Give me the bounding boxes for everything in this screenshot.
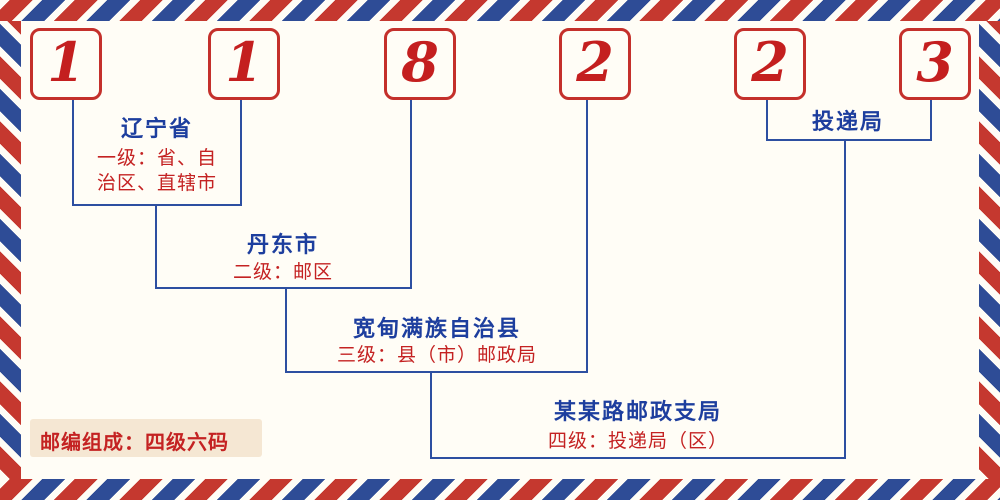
- level4-name: 某某路邮政支局: [553, 400, 723, 425]
- connector-line-delivery-left: [766, 100, 768, 141]
- footer-band: [30, 419, 262, 457]
- digit-box-1: 1: [30, 28, 102, 100]
- connector-line-l1-left: [72, 100, 74, 206]
- connector-line-delivery-right: [930, 100, 932, 141]
- level1-name: 辽宁省: [120, 117, 194, 142]
- connector-line-l3-bottom: [285, 371, 588, 373]
- digit-5: 2: [751, 30, 789, 94]
- connector-line-l3-right: [586, 100, 588, 373]
- level3-name: 宽甸满族自治县: [352, 317, 522, 342]
- connector-line-l2-bottom: [155, 287, 412, 289]
- digit-box-2: 1: [208, 28, 280, 100]
- level1-desc-line2: 治区、直辖市: [96, 172, 218, 194]
- connector-line-delivery-bottom: [766, 139, 932, 141]
- digit-4: 2: [576, 30, 614, 94]
- connector-line-l1-right: [240, 100, 242, 206]
- level3-desc: 三级：县（市）邮政局: [336, 344, 538, 366]
- airmail-border-right: [979, 21, 1000, 479]
- digit-box-4: 2: [559, 28, 631, 100]
- digit-box-5: 2: [734, 28, 806, 100]
- airmail-border-top: [0, 0, 1000, 21]
- digit-box-6: 3: [899, 28, 971, 100]
- composition-note: 邮编组成：四级六码: [40, 430, 229, 454]
- digit-2: 1: [225, 30, 263, 94]
- level4-desc: 四级：投递局（区）: [547, 430, 729, 452]
- level2-name: 丹东市: [246, 233, 320, 258]
- level2-desc: 二级：邮区: [232, 261, 334, 283]
- delivery-office-label: 投递局: [811, 110, 885, 135]
- level1-desc-line1: 一级：省、自: [96, 147, 218, 169]
- connector-line-l1-bottom: [72, 204, 242, 206]
- digit-box-3: 8: [384, 28, 456, 100]
- connector-line-l4-right: [844, 139, 846, 459]
- digit-3: 8: [401, 30, 439, 94]
- connector-line-l4-bottom: [430, 457, 846, 459]
- digit-6: 3: [916, 30, 954, 94]
- connector-line-l4-left: [430, 371, 432, 459]
- digit-1: 1: [47, 30, 85, 94]
- airmail-border-bottom: [0, 479, 1000, 500]
- connector-line-l2-left: [155, 204, 157, 289]
- connector-line-l3-left: [285, 287, 287, 373]
- connector-line-l2-right: [410, 100, 412, 289]
- airmail-border-left: [0, 21, 21, 479]
